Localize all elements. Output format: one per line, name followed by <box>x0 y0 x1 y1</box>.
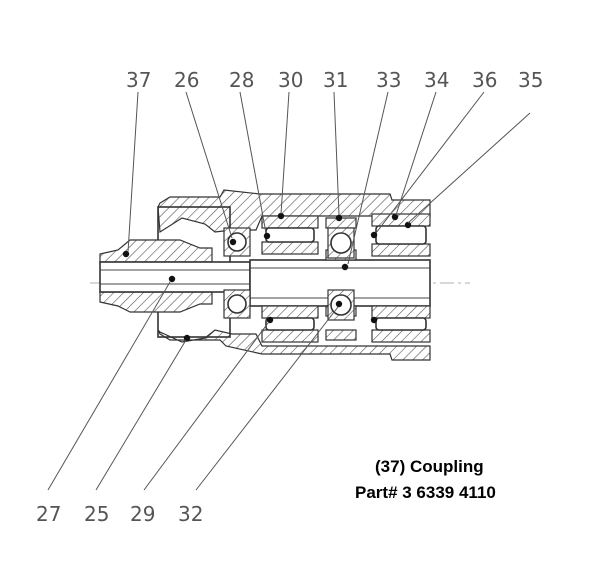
callout-bottom-1: 27 <box>36 502 61 526</box>
callout-top-9: 35 <box>518 68 543 92</box>
callout-top-5: 31 <box>323 68 348 92</box>
ball-bearings <box>223 227 355 321</box>
leader-lines <box>47 91 531 491</box>
callout-top-1: 37 <box>126 68 151 92</box>
callout-top-4: 30 <box>278 68 303 92</box>
caption-part-number: Part# 3 6339 4110 <box>355 483 496 502</box>
upper-bushings <box>261 213 431 261</box>
callout-bottom-2: 25 <box>84 502 109 526</box>
rollers <box>265 225 427 331</box>
callout-bottom-4: 32 <box>178 502 203 526</box>
callout-top-8: 36 <box>472 68 497 92</box>
callout-top-2: 26 <box>174 68 199 92</box>
part-marker-dots <box>122 212 412 342</box>
callout-top-3: 28 <box>229 68 254 92</box>
caption-title: (37) Coupling <box>375 457 484 476</box>
callout-bottom-3: 29 <box>130 502 155 526</box>
callout-top-6: 33 <box>376 68 401 92</box>
callout-top-7: 34 <box>424 68 449 92</box>
